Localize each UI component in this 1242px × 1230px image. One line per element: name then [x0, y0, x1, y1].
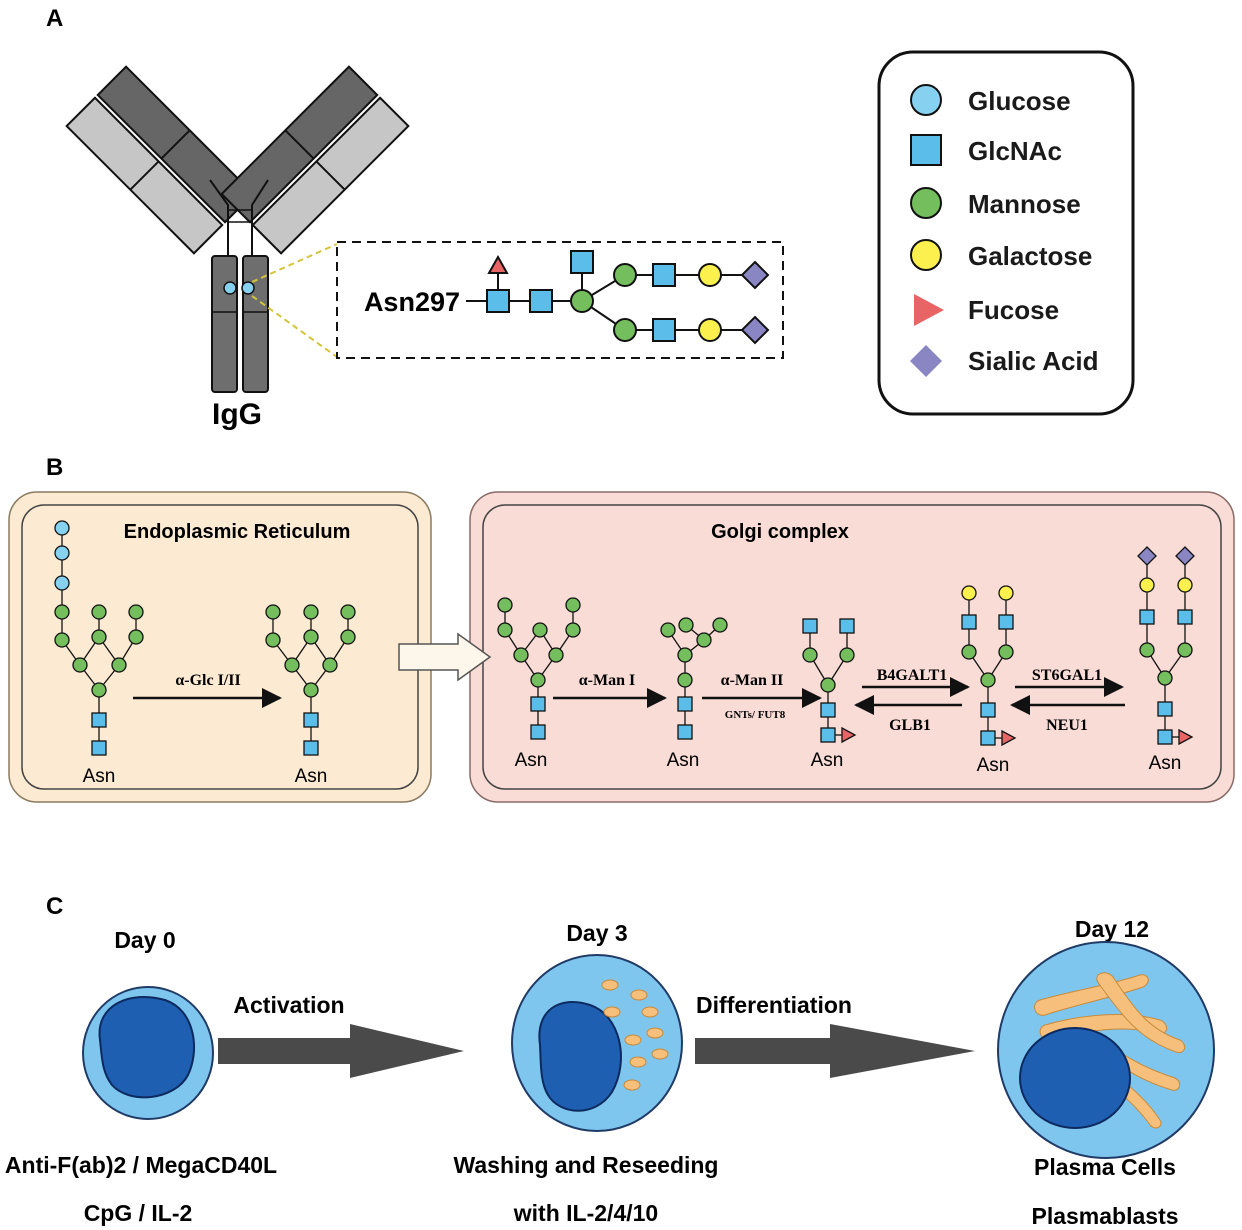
er-glycan-precursor — [54, 520, 144, 756]
legend-fucose-icon — [914, 294, 944, 326]
golgi-inner-box — [482, 504, 1222, 790]
legend-galactose-icon — [910, 239, 942, 271]
er-inner-box — [21, 504, 419, 790]
igg-label: IgG — [212, 398, 262, 431]
man1-enzyme-label: α-Man I — [579, 672, 635, 689]
asn297-glycan-structure — [466, 250, 770, 345]
golgi-asn-label-5: Asn — [1149, 753, 1182, 774]
legend-mannose-label: Mannose — [968, 189, 1081, 219]
golgi-asn-label-1: Asn — [515, 750, 548, 771]
er-asn-label-1: Asn — [83, 766, 116, 787]
asn297-label: Asn297 — [364, 287, 460, 317]
panel-label-b: B — [46, 454, 63, 481]
golgi-glycan-man5 — [660, 617, 728, 740]
man2-enzyme-label: α-Man II — [721, 672, 784, 689]
stage1-caption-line2: CpG / IL-2 — [84, 1200, 193, 1226]
er-title: Endoplasmic Reticulum — [124, 521, 351, 543]
glc-enzyme-label: α-Glc I/II — [175, 672, 240, 689]
golgi-title: Golgi complex — [711, 521, 849, 543]
stage2-caption-line1: Washing and Reseeding — [454, 1152, 719, 1178]
golgi-asn-label-2: Asn — [667, 750, 700, 771]
legend-sialic-acid-icon — [910, 345, 942, 377]
b4galt1-enzyme-label: B4GALT1 — [877, 667, 948, 684]
plasma-cell — [997, 941, 1215, 1159]
er-asn-label-2: Asn — [295, 766, 328, 787]
er-glycan-trimmed — [265, 604, 356, 756]
stage2-caption-line2: with IL-2/4/10 — [513, 1200, 658, 1226]
legend-glucose-icon — [910, 84, 942, 116]
glycan-zoom-box — [336, 241, 784, 359]
gnt-fut8-label: GNTs/ FUT8 — [725, 709, 786, 721]
legend-galactose-label: Galactose — [968, 241, 1092, 271]
legend-items: Glucose GlcNAc Mannose Galactose Fucose … — [910, 84, 1099, 377]
legend-mannose-icon — [910, 187, 942, 219]
activation-label: Activation — [233, 992, 344, 1018]
golgi-glycan-man9 — [497, 597, 581, 740]
day3-label: Day 3 — [566, 920, 627, 946]
golgi-asn-label-4: Asn — [977, 755, 1010, 776]
naive-b-cell — [82, 986, 214, 1120]
panel-label-c: C — [46, 893, 63, 920]
day0-label: Day 0 — [114, 927, 175, 953]
legend-fucose-label: Fucose — [968, 295, 1059, 325]
er-to-golgi-arrow — [398, 632, 492, 682]
legend-glucose-label: Glucose — [968, 86, 1071, 116]
legend-glcnac-label: GlcNAc — [968, 136, 1062, 166]
panel-label-a: A — [46, 5, 63, 32]
differentiation-label: Differentiation — [696, 992, 852, 1018]
glb1-enzyme-label: GLB1 — [889, 717, 931, 734]
stage3-caption-line2: Plasmablasts — [1031, 1203, 1178, 1229]
golgi-glycan-g2f — [961, 585, 1017, 747]
igg-antibody-drawing — [65, 65, 410, 393]
activated-b-cell — [511, 954, 683, 1132]
golgi-glycan-g0f — [802, 618, 857, 744]
legend-sialic-acid-label: Sialic Acid — [968, 346, 1099, 376]
neu1-enzyme-label: NEU1 — [1046, 717, 1088, 734]
stage1-caption-line1: Anti-F(ab)2 / MegaCD40L — [5, 1152, 277, 1178]
golgi-glycan-g2fs2 — [1137, 546, 1195, 746]
stage3-caption-line1: Plasma Cells — [1034, 1154, 1176, 1180]
golgi-asn-label-3: Asn — [811, 750, 844, 771]
differentiation-arrow — [695, 1024, 975, 1078]
st6gal1-enzyme-label: ST6GAL1 — [1032, 667, 1102, 684]
legend-glcnac-icon — [910, 134, 942, 166]
activation-arrow — [218, 1024, 464, 1078]
day12-label: Day 12 — [1075, 916, 1149, 942]
legend-box — [877, 50, 1135, 416]
